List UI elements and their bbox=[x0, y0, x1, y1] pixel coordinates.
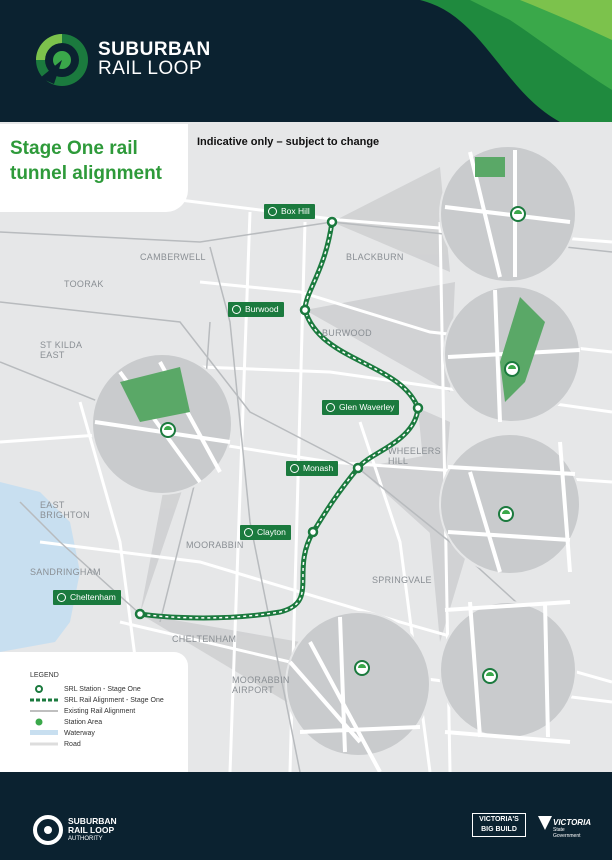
suburb-label: CHELTENHAM bbox=[172, 634, 237, 644]
inset-burwood bbox=[443, 285, 581, 423]
suburb-label: TOORAK bbox=[64, 279, 104, 289]
station-icon bbox=[290, 464, 299, 473]
legend-title: LEGEND bbox=[30, 672, 59, 679]
station-dot-glen-waverley bbox=[412, 402, 424, 414]
srl-authority-logo-icon bbox=[33, 815, 63, 845]
vic-name: VICTORIA bbox=[553, 818, 592, 827]
station-icon bbox=[244, 528, 253, 537]
map-canvas bbox=[0, 145, 612, 772]
station-dot-clayton bbox=[307, 526, 319, 538]
inset-box-hill bbox=[439, 145, 577, 283]
inset-clayton bbox=[439, 600, 577, 744]
footer-brand-line1: SUBURBAN bbox=[68, 816, 117, 826]
station-area-cones bbox=[140, 167, 470, 722]
footer-brand-line3: AUTHORITY bbox=[68, 836, 103, 842]
brand-line2: RAIL LOOP bbox=[98, 58, 203, 79]
station-dot-monash bbox=[352, 462, 364, 474]
suburb-label: SANDRINGHAM bbox=[30, 567, 101, 577]
station-icon bbox=[57, 593, 66, 602]
station-label-glen-waverley[interactable]: Glen Waverley bbox=[322, 400, 400, 415]
legend-symbols bbox=[30, 685, 58, 746]
map-area[interactable] bbox=[0, 122, 612, 772]
suburb-label: SPRINGVALE bbox=[372, 575, 432, 585]
brand-wordmark: SUBURBAN RAIL LOOP bbox=[98, 40, 211, 78]
victorias-big-build-logo: VICTORIA'S BIG BUILD bbox=[472, 813, 526, 837]
legend-item: SRL Rail Alignment - Stage One bbox=[64, 697, 164, 704]
station-label-burwood[interactable]: Burwood bbox=[228, 302, 284, 317]
legend-waterway-icon bbox=[30, 730, 58, 735]
station-icon bbox=[232, 305, 241, 314]
brand-line1: SUBURBAN bbox=[98, 39, 211, 60]
inset-cheltenham bbox=[91, 353, 233, 495]
vbb-line2: BIG BUILD bbox=[481, 826, 517, 833]
footer-bar bbox=[0, 772, 612, 860]
vic-gov-logo: VICTORIA State Government bbox=[553, 818, 591, 839]
footer-brand-line2: RAIL LOOP bbox=[68, 825, 115, 835]
footer-brand: SUBURBAN RAIL LOOP AUTHORITY bbox=[68, 817, 117, 844]
inset-monash bbox=[439, 433, 581, 575]
station-label-monash[interactable]: Monash bbox=[286, 461, 339, 476]
station-dot-cheltenham bbox=[134, 608, 146, 620]
station-markers bbox=[134, 216, 424, 620]
header-graphic bbox=[36, 0, 612, 122]
disclaimer-note: Indicative only – subject to change bbox=[197, 136, 380, 148]
suburb-label: CAMBERWELL bbox=[140, 252, 206, 262]
vbb-line1: VICTORIA'S bbox=[479, 816, 519, 823]
station-label-clayton[interactable]: Clayton bbox=[240, 525, 291, 540]
header-banner bbox=[0, 0, 612, 122]
legend-station-icon bbox=[35, 685, 43, 693]
suburb-label: BURWOOD bbox=[322, 328, 372, 338]
suburb-label: ST KILDA EAST bbox=[40, 340, 83, 360]
station-area-insets bbox=[91, 145, 581, 772]
station-label-cheltenham[interactable]: Cheltenham bbox=[53, 590, 121, 605]
title-panel bbox=[0, 124, 188, 212]
suburb-label: MOORABBIN AIRPORT bbox=[232, 675, 290, 695]
page-title: Stage One rail tunnel alignment bbox=[10, 136, 185, 186]
suburb-label: BLACKBURN bbox=[346, 252, 404, 262]
station-icon bbox=[326, 403, 335, 412]
suburb-label: EAST BRIGHTON bbox=[40, 500, 90, 520]
station-dot-burwood bbox=[299, 304, 311, 316]
title-line2: tunnel alignment bbox=[10, 163, 162, 184]
station-icon bbox=[268, 207, 277, 216]
legend-item: Waterway bbox=[64, 730, 95, 737]
title-line1: Stage One rail bbox=[10, 138, 138, 159]
station-dot-box-hill bbox=[326, 216, 338, 228]
legend-item: Road bbox=[64, 741, 81, 748]
legend-panel bbox=[0, 652, 188, 772]
vic-gov-triangle-icon bbox=[538, 816, 552, 830]
legend-station-area-icon bbox=[35, 718, 43, 726]
suburb-label: MOORABBIN bbox=[186, 540, 244, 550]
inset-cheltenham-south bbox=[285, 611, 431, 772]
vic-sub: State Government bbox=[553, 827, 581, 839]
legend-item: Existing Rail Alignment bbox=[64, 708, 136, 715]
bay-water bbox=[0, 482, 80, 652]
legend-item: SRL Station - Stage One bbox=[64, 686, 141, 693]
suburb-label: WHEELERS HILL bbox=[388, 446, 441, 466]
legend-item: Station Area bbox=[64, 719, 103, 726]
srl-logo-icon bbox=[36, 34, 88, 86]
station-label-box-hill[interactable]: Box Hill bbox=[264, 204, 315, 219]
